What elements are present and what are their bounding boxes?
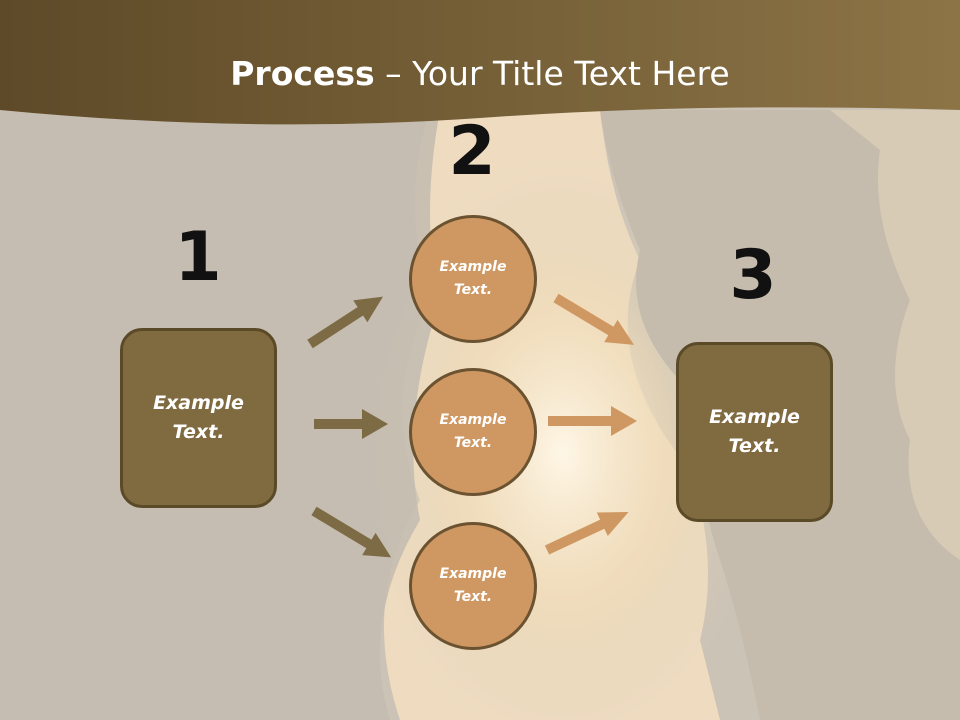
step-1-label: Example Text. [153,392,244,443]
step-number-2: 2 [448,112,496,191]
title-rest: – Your Title Text Here [374,54,730,93]
circle-middle-label: Example Text. [439,412,507,451]
circle-bottom-label: Example Text. [439,566,507,605]
step-3-box: Example Text. [676,342,833,522]
step-1-box: Example Text. [120,328,277,508]
slide-title: Process – Your Title Text Here [0,52,960,96]
step-number-3: 3 [729,236,777,315]
circle-top: Example Text. [409,215,537,343]
title-bold: Process [230,54,375,93]
circle-middle: Example Text. [409,368,537,496]
step-number-1: 1 [174,218,222,297]
step-3-label: Example Text. [709,406,800,457]
circle-top-label: Example Text. [439,259,507,298]
circle-bottom: Example Text. [409,522,537,650]
